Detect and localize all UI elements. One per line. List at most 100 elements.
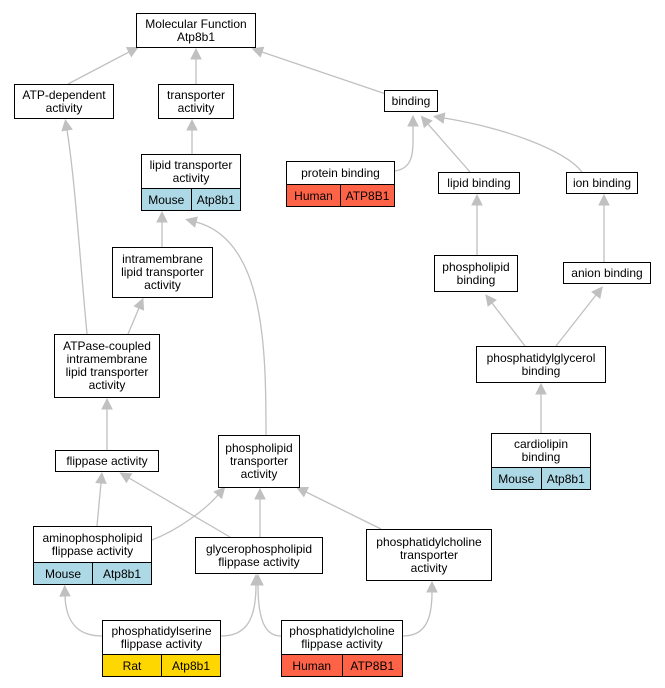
- edge-anionbinding-to-ionbinding: [598, 193, 610, 262]
- arrowhead: [59, 584, 71, 597]
- go-term-node-glycpl[interactable]: glycerophospholipid flippase activity: [195, 537, 323, 574]
- arrowhead: [251, 46, 265, 58]
- arrowhead: [101, 397, 113, 410]
- arrowhead: [471, 193, 483, 206]
- arrowhead: [133, 297, 145, 311]
- go-term-node-atpdep[interactable]: ATP-dependent activity: [14, 84, 114, 119]
- go-term-node-anionbinding[interactable]: anion binding: [563, 262, 651, 284]
- go-term-node-pctrans[interactable]: phosphatidylcholine transporter activity: [366, 529, 492, 581]
- node-label: cardiolipin binding: [513, 436, 569, 464]
- edge-transporter-to-mf: [190, 47, 202, 84]
- go-term-node-ionbinding[interactable]: ion binding: [566, 172, 638, 194]
- gene-cell: Atp8b1: [161, 655, 220, 676]
- edge-line: [64, 595, 103, 637]
- edge-lipidtrans-to-transporter: [186, 118, 198, 155]
- edge-ionbinding-to-binding: [433, 112, 583, 173]
- arrowhead: [156, 210, 168, 223]
- edge-line: [67, 51, 130, 85]
- node-label: phospholipid binding: [442, 259, 510, 287]
- edge-atpasecoupled-to-atpdep: [61, 119, 88, 335]
- go-term-node-intramem[interactable]: intramembrane lipid transporter activity: [112, 247, 213, 298]
- edge-pcflip-to-glycpl: [252, 573, 282, 637]
- arrowhead: [61, 119, 73, 132]
- species-cell: Mouse: [142, 189, 191, 210]
- arrowhead: [433, 112, 446, 124]
- node-label: phospholipid transporter activity: [225, 441, 293, 481]
- arrowhead: [95, 471, 107, 485]
- arrowhead: [407, 114, 419, 127]
- arrowhead: [535, 382, 547, 395]
- edge-pctrans-to-pltrans: [296, 487, 382, 530]
- edge-intramem-to-lipidtrans: [156, 210, 168, 247]
- go-term-node-atpasecoupled[interactable]: ATPase-coupled intramembrane lipid trans…: [54, 334, 160, 398]
- edge-atpdep-to-mf: [67, 46, 139, 85]
- edge-psflip-to-aminopl: [59, 584, 103, 637]
- node-label: ATPase-coupled intramembrane lipid trans…: [63, 339, 151, 392]
- gene-cell: Atp8b1: [92, 563, 151, 584]
- edge-lipidbinding-to-binding: [420, 115, 471, 173]
- arrowhead: [254, 487, 266, 500]
- edge-pltrans-to-lipidtrans: [185, 216, 267, 436]
- edge-line: [443, 117, 583, 173]
- edge-line: [427, 123, 471, 173]
- edge-proteinbinding-to-binding: [394, 114, 419, 172]
- edge-line: [555, 294, 597, 347]
- edge-line: [128, 477, 231, 538]
- node-label: phosphatidylglycerol binding: [486, 350, 596, 378]
- edge-line: [195, 221, 267, 436]
- node-label: glycerophospholipid flippase activity: [205, 541, 313, 569]
- arrowhead: [119, 472, 133, 484]
- species-cell: Mouse: [34, 563, 92, 584]
- edge-line: [305, 491, 382, 530]
- node-label: ATP-dependent activity: [22, 87, 106, 115]
- edge-line: [127, 307, 140, 335]
- go-term-node-lipidbinding[interactable]: lipid binding: [438, 172, 520, 194]
- gene-cell: ATP8B1: [341, 655, 402, 676]
- go-term-node-pgbinding[interactable]: phosphatidylglycerol binding: [476, 346, 606, 383]
- arrowhead: [598, 193, 610, 206]
- arrowhead: [252, 573, 264, 586]
- arrowhead: [185, 216, 198, 228]
- node-label: aminophospholipid flippase activity: [42, 530, 143, 558]
- go-term-node-binding[interactable]: binding: [384, 90, 438, 112]
- edge-binding-to-mf: [251, 46, 387, 95]
- edge-flippase-to-atpasecoupled: [101, 397, 113, 450]
- edge-aminopl-to-pltrans: [151, 486, 226, 541]
- arrowhead: [190, 47, 202, 60]
- edge-line: [257, 584, 282, 637]
- edge-line: [394, 125, 414, 172]
- node-label: protein binding: [301, 165, 380, 180]
- edge-line: [220, 584, 257, 637]
- go-term-node-flippase[interactable]: flippase activity: [55, 450, 159, 472]
- go-term-node-mf[interactable]: Molecular Function Atp8b1: [136, 13, 256, 48]
- species-cell: Mouse: [492, 468, 541, 489]
- node-label: ion binding: [572, 175, 632, 190]
- edge-aminopl-to-flippase: [95, 471, 107, 527]
- edge-line: [402, 591, 433, 637]
- node-label: phosphatidylserine flippase activity: [111, 623, 212, 651]
- edge-line: [66, 129, 88, 335]
- arrowhead: [485, 294, 497, 307]
- go-term-node-phospholipidbinding[interactable]: phospholipid binding: [434, 255, 518, 292]
- gene-cell: Atp8b1: [190, 189, 240, 210]
- edge-pgbinding-to-phospholipidbinding: [485, 294, 526, 347]
- arrowhead: [125, 46, 139, 58]
- go-term-node-pltrans[interactable]: phospholipid transporter activity: [218, 435, 300, 488]
- arrowhead: [591, 286, 603, 299]
- edge-pgbinding-to-anionbinding: [555, 286, 603, 347]
- gene-cell: ATP8B1: [340, 185, 394, 206]
- go-term-node-transporter[interactable]: transporter activity: [158, 84, 234, 119]
- node-label: intramembrane lipid transporter activity: [121, 252, 204, 292]
- arrowhead: [426, 580, 438, 593]
